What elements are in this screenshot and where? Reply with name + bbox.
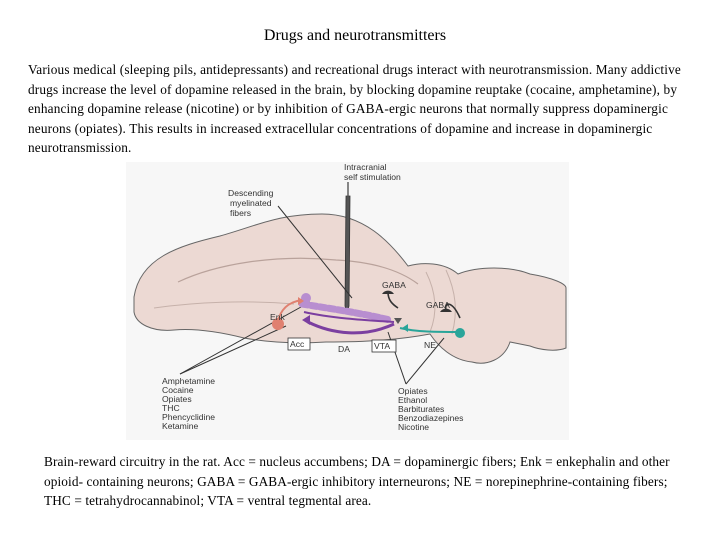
brain-silhouette (133, 213, 567, 364)
ne-label: NE (424, 340, 436, 350)
right-drug-item: Barbiturates (398, 404, 444, 414)
vta-box (371, 339, 397, 353)
gaba-right-soma (440, 308, 452, 312)
brain-reward-svg: Intracranial self stimulation Descending… (126, 162, 569, 440)
right-drugs-pointer-2 (405, 337, 445, 385)
da-fiber-main (303, 311, 395, 323)
da-label: DA (338, 344, 350, 354)
da-fiber-lower (307, 320, 395, 335)
left-drugs-pointer-2 (179, 325, 287, 375)
left-drug-item: Amphetamine (162, 376, 215, 386)
hemisphere-ridge-2 (153, 301, 295, 309)
left-drug-list: Amphetamine Cocaine Opiates THC Phencycl… (162, 376, 215, 431)
acc-label: Acc (290, 339, 305, 349)
cerebellum-folds (425, 269, 456, 335)
descending-fibers-pointer (277, 205, 353, 299)
da-terminal-marker (302, 315, 310, 325)
gaba-right-neuron (444, 303, 461, 319)
left-drug-item: Phencyclidine (162, 412, 215, 422)
left-drug-item: Opiates (162, 394, 192, 404)
gaba-right-label: GABA (426, 300, 450, 310)
hemisphere-ridge (177, 257, 419, 285)
descending-label-line2: myelinated (230, 198, 272, 208)
acc-neuron-marker (301, 293, 311, 303)
ne-terminal (402, 324, 408, 332)
enk-terminal (298, 297, 304, 305)
left-drugs-pointer-1 (179, 301, 311, 375)
vta-label: VTA (374, 341, 390, 351)
right-drug-item: Opiates (398, 386, 428, 396)
gaba-top-label: GABA (382, 280, 406, 290)
vta-neuron (394, 318, 402, 324)
left-drug-item: Ketamine (162, 421, 199, 431)
right-drug-item: Ethanol (398, 395, 427, 405)
page-title: Drugs and neurotransmitters (263, 27, 447, 44)
acc-box (287, 337, 311, 351)
right-drug-item: Benzodiazepines (398, 413, 463, 423)
right-drug-item: Nicotine (398, 422, 429, 432)
intro-paragraph: Various medical (sleeping pils, antidepr… (28, 62, 681, 156)
left-drug-item: THC (162, 403, 180, 413)
figure-caption: Brain-reward circuitry in the rat. Acc =… (44, 454, 670, 509)
gaba-top-soma (382, 290, 394, 294)
descending-label-line3: fibers (230, 208, 251, 218)
descending-label-line1: Descending (228, 188, 274, 198)
enk-neuron (272, 318, 284, 330)
right-drug-list: Opiates Ethanol Barbiturates Benzodiazep… (398, 386, 463, 432)
ne-neuron (455, 328, 465, 338)
left-drug-item: Cocaine (162, 385, 194, 395)
intracranial-label-line2: self stimulation (344, 172, 401, 182)
enk-label: Enk (270, 312, 286, 322)
intracranial-label-line1: Intracranial (344, 162, 387, 172)
da-fiber-upper (298, 300, 394, 324)
brain-reward-diagram: Intracranial self stimulation Descending… (126, 162, 569, 440)
